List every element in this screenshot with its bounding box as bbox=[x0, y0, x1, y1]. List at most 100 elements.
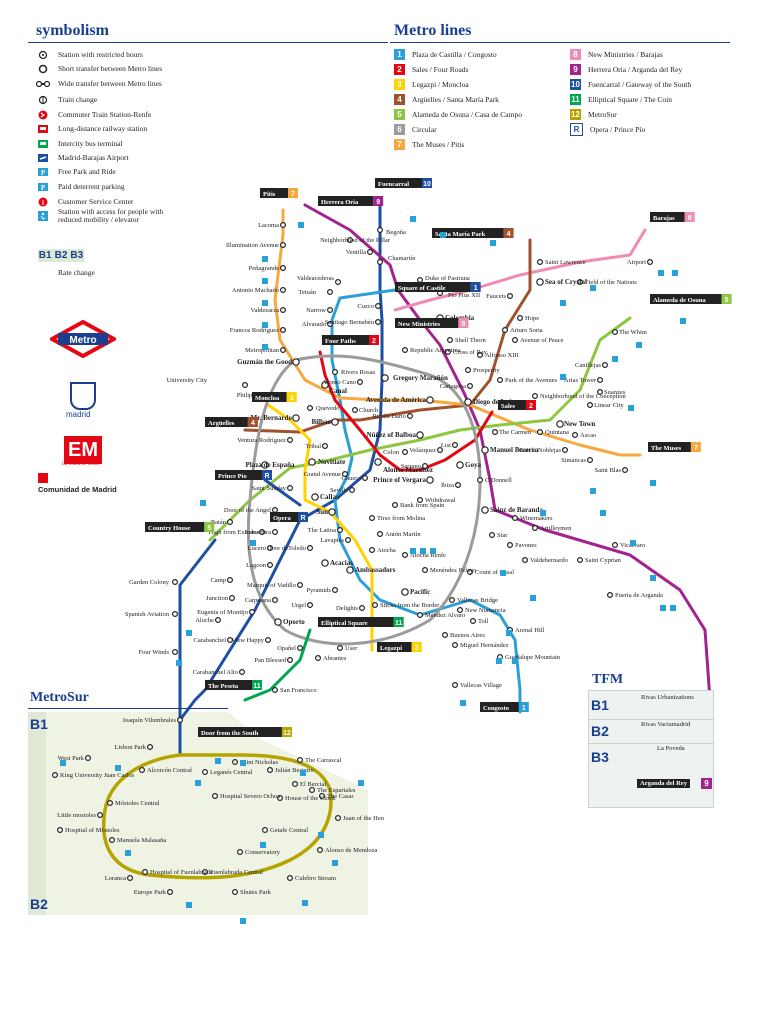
station-dot-francos-rodriguez[interactable] bbox=[280, 327, 287, 334]
station-dot-culebro-stream[interactable] bbox=[287, 874, 294, 881]
station-dot-rivers-rosas[interactable] bbox=[332, 369, 339, 376]
station-dot-bilbao[interactable] bbox=[331, 418, 339, 426]
station-dot-mr-bernardo[interactable] bbox=[292, 414, 300, 422]
station-dot-miguel-hernandez[interactable] bbox=[452, 641, 459, 648]
station-dot-saint-sunday[interactable] bbox=[287, 485, 294, 492]
station-dot-tetuan[interactable] bbox=[327, 289, 334, 296]
station-dot-alonso-mendoza[interactable] bbox=[317, 846, 324, 853]
station-dot-lucero[interactable] bbox=[267, 544, 274, 551]
station-dot-carpetana[interactable] bbox=[272, 596, 279, 603]
station-dot-ventura-rodriguez[interactable] bbox=[287, 437, 294, 444]
station-dot-valdezarza[interactable] bbox=[280, 307, 287, 314]
station-dot-odonnell[interactable] bbox=[477, 477, 484, 484]
station-dot-west-park[interactable] bbox=[84, 754, 91, 761]
station-dot-torre-arias[interactable] bbox=[596, 377, 603, 384]
station-dot-serrano[interactable] bbox=[422, 463, 429, 470]
station-dot-anton-martin[interactable] bbox=[377, 530, 384, 537]
station-dot-the-carrascal[interactable] bbox=[297, 756, 304, 763]
station-dot-ambassadors[interactable] bbox=[346, 566, 354, 574]
station-dot-door-angel[interactable] bbox=[272, 507, 279, 514]
station-dot-lavapies[interactable] bbox=[345, 536, 352, 543]
station-dot-tirso-molina[interactable] bbox=[369, 514, 376, 521]
station-dot-duke-pastrana[interactable] bbox=[417, 277, 424, 284]
station-dot-valdeacederas[interactable] bbox=[335, 279, 342, 286]
station-dot-hospital-fuenlabrada[interactable] bbox=[142, 868, 149, 875]
station-dot-urgel[interactable] bbox=[307, 601, 314, 608]
station-dot-julian-besteiro[interactable] bbox=[267, 766, 274, 773]
station-dot-manuela-malasana[interactable] bbox=[108, 836, 115, 843]
station-dot-cartagena[interactable] bbox=[467, 383, 474, 390]
station-dot-plaza-espana[interactable] bbox=[261, 461, 269, 469]
station-dot-diego-leon[interactable] bbox=[464, 398, 472, 406]
station-dot-manuel-becerra[interactable] bbox=[481, 446, 489, 454]
station-dot-guzman[interactable] bbox=[292, 358, 300, 366]
station-dot-vicalvaro[interactable] bbox=[611, 541, 618, 548]
station-dot-republic-argentina[interactable] bbox=[402, 347, 409, 354]
station-dot-menendez-pelayo[interactable] bbox=[422, 566, 429, 573]
station-dot-colon[interactable] bbox=[402, 449, 409, 456]
station-dot-tribal[interactable] bbox=[322, 443, 329, 450]
station-dot-antonio-machado[interactable] bbox=[280, 287, 287, 294]
station-dot-lista[interactable] bbox=[452, 442, 459, 449]
station-dot-garden-colony[interactable] bbox=[172, 578, 179, 585]
station-dot-seville[interactable] bbox=[349, 487, 356, 494]
station-dot-little-mostoles[interactable] bbox=[96, 811, 103, 818]
station-dot-gregory-maranon[interactable] bbox=[381, 374, 389, 382]
station-dot-new-numancia[interactable] bbox=[457, 606, 464, 613]
station-dot-artilleymen[interactable] bbox=[531, 524, 538, 531]
station-dot-sol[interactable] bbox=[328, 508, 336, 516]
station-dot-atocha[interactable] bbox=[369, 546, 376, 553]
station-dot-novitiate[interactable] bbox=[308, 458, 316, 466]
station-dot-vallecas-bridge[interactable] bbox=[449, 596, 456, 603]
station-dot-narrow[interactable] bbox=[327, 307, 334, 314]
station-dot-the-latina[interactable] bbox=[337, 526, 344, 533]
station-dot-simancas[interactable] bbox=[586, 457, 593, 464]
station-dot-quintana[interactable] bbox=[536, 429, 543, 436]
station-dot-saint-blas[interactable] bbox=[621, 467, 628, 474]
station-dot-avenue-peace[interactable] bbox=[511, 337, 518, 344]
station-dot-velazquez[interactable] bbox=[437, 447, 444, 454]
station-dot-loranca[interactable] bbox=[126, 874, 133, 881]
station-dot-church[interactable] bbox=[352, 407, 359, 414]
station-dot-fuenlabrada-central[interactable] bbox=[202, 868, 209, 875]
station-dot-sea-crystal[interactable] bbox=[536, 278, 544, 286]
station-dot-lisbon-park[interactable] bbox=[147, 743, 154, 750]
station-dot-nunez-balboa[interactable] bbox=[416, 431, 424, 439]
station-dot-atocha-renfe[interactable] bbox=[402, 551, 409, 558]
station-dot-europe-park[interactable] bbox=[167, 888, 174, 895]
station-dot-saint-nicholas[interactable] bbox=[232, 758, 239, 765]
station-dot-hospital-mostoles[interactable] bbox=[56, 826, 63, 833]
station-dot-pan-blessed[interactable] bbox=[287, 656, 294, 663]
station-dot-door-toledo[interactable] bbox=[307, 544, 314, 551]
station-dot-hospital-severo-ochoa[interactable] bbox=[212, 792, 219, 799]
station-dot-abrantes[interactable] bbox=[315, 654, 322, 661]
station-dot-usera[interactable] bbox=[337, 644, 344, 651]
station-dot-field-nations[interactable] bbox=[576, 279, 583, 286]
station-dot-el-bercial[interactable] bbox=[292, 780, 299, 787]
station-dot-the-carmen[interactable] bbox=[492, 429, 499, 436]
station-dot-saint-cyprian[interactable] bbox=[576, 556, 583, 563]
station-dot-valdebernardo[interactable] bbox=[521, 556, 528, 563]
station-dot-park-avenues[interactable] bbox=[497, 377, 504, 384]
station-dot-alfonso-xiii[interactable] bbox=[477, 352, 484, 359]
station-dot-eugenia-montijo[interactable] bbox=[249, 608, 256, 615]
station-dot-sticks-border[interactable] bbox=[372, 601, 379, 608]
station-dot-alvarado[interactable] bbox=[327, 321, 334, 328]
station-dot-pyramids[interactable] bbox=[332, 586, 339, 593]
station-dot-vallecas-village[interactable] bbox=[452, 681, 459, 688]
station-dot-buenos-aires[interactable] bbox=[442, 631, 449, 638]
